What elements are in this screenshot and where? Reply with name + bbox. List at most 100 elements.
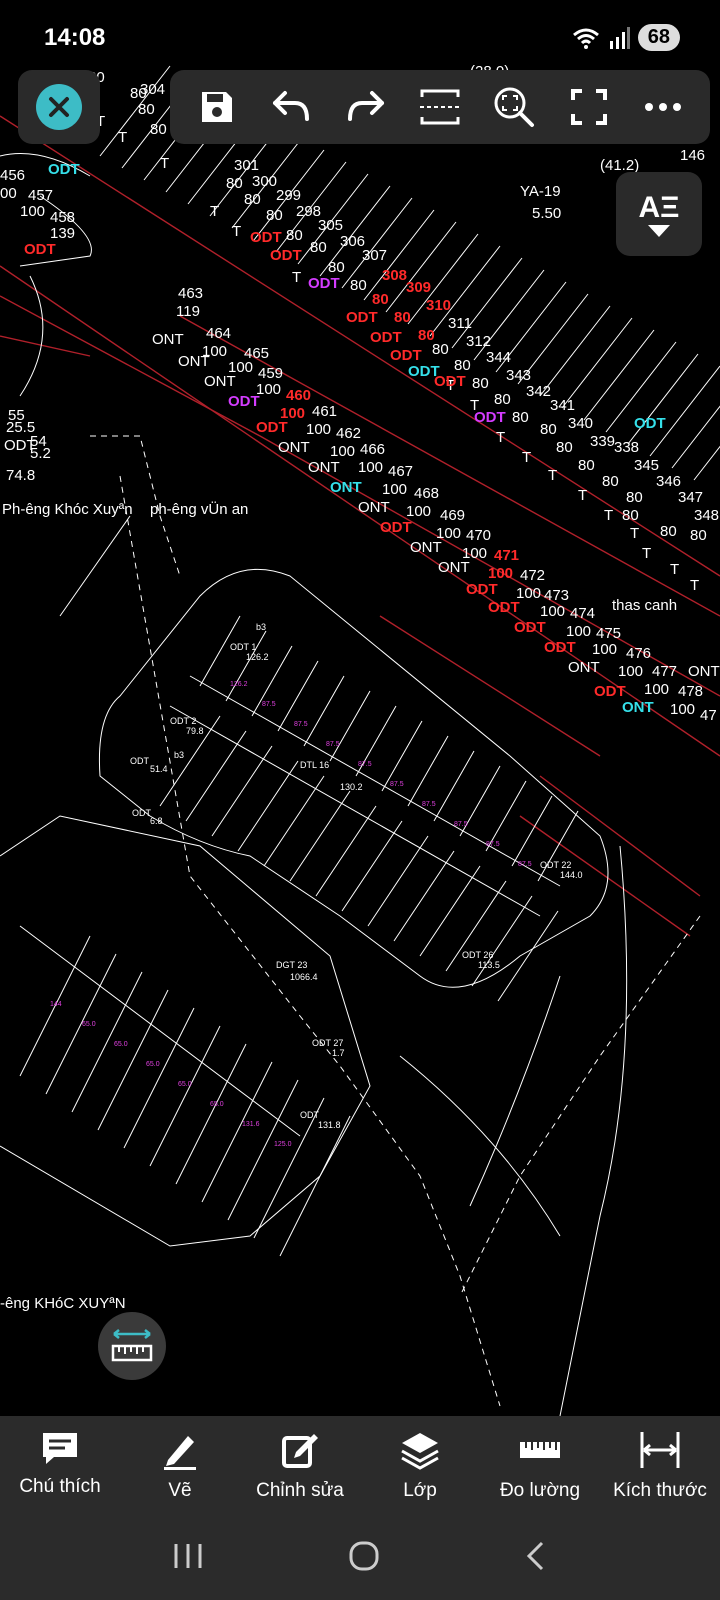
cad-label: 80: [418, 327, 435, 344]
cad-label: 100: [644, 681, 669, 698]
cad-label: 139: [50, 225, 75, 242]
more-icon: [644, 103, 681, 111]
cad-label: 346: [656, 473, 681, 490]
cad-label: 464: [206, 325, 231, 342]
bottom-item-dimension[interactable]: Kích thước: [600, 1416, 720, 1516]
cad-label: ODT: [434, 373, 466, 390]
cad-label: 1.7: [332, 1048, 345, 1058]
bottom-item-label: Vẽ: [168, 1480, 192, 1501]
cad-label: 100: [382, 481, 407, 498]
zoom-extent-button[interactable]: [486, 79, 542, 135]
cad-label: b3: [256, 622, 266, 632]
cad-label: 54: [30, 433, 47, 450]
close-button[interactable]: [18, 70, 100, 144]
cad-label: 463: [178, 285, 203, 302]
cad-label: 338: [614, 439, 639, 456]
cad-label: 100: [406, 503, 431, 520]
cad-label: 146: [680, 147, 705, 164]
battery-indicator: 68: [637, 24, 680, 51]
cad-label: 00: [0, 185, 17, 202]
cad-label: ODT: [380, 519, 412, 536]
bottom-item-measure[interactable]: Đo lường: [480, 1416, 600, 1516]
cad-label: 472: [520, 567, 545, 584]
cad-label: 80: [690, 527, 707, 544]
cad-label: 100: [306, 421, 331, 438]
bottom-toolbar: Chú thích Vẽ Chỉnh sửa Lớp Đo lường Kích…: [0, 1416, 720, 1516]
svg-text:87.5: 87.5: [326, 741, 340, 748]
cad-label: 312: [466, 333, 491, 350]
cad-label: ODT: [4, 437, 36, 454]
cad-label: ODT: [594, 683, 626, 700]
cad-label: ODT: [308, 275, 340, 292]
cad-label: T: [670, 561, 679, 578]
cad-label: 80: [310, 239, 327, 256]
cad-label: 461: [312, 403, 337, 420]
save-button[interactable]: [189, 79, 245, 135]
bottom-item-draw[interactable]: Vẽ: [120, 1416, 240, 1516]
bottom-item-label: Chỉnh sửa: [256, 1480, 344, 1501]
cad-label: 51.4: [150, 764, 168, 774]
cad-drawing-canvas[interactable]: 30480808080TTT(28.0)276(41.2)146YA-195.5…: [0, 56, 720, 1416]
cad-label: 465: [244, 345, 269, 362]
cad-label: 468: [414, 485, 439, 502]
cad-label: 80: [512, 409, 529, 426]
bottom-item-annotate[interactable]: Chú thích: [0, 1416, 120, 1516]
cad-label: 299: [276, 187, 301, 204]
cad-label: ODT: [514, 619, 546, 636]
cad-label: 5.2: [30, 445, 51, 462]
cad-label: 100: [462, 545, 487, 562]
cad-label: 100: [358, 459, 383, 476]
cad-label: 113.5: [478, 960, 500, 970]
cad-label: 80: [394, 309, 411, 326]
cad-label: 100: [670, 701, 695, 718]
cad-label: ODT: [544, 639, 576, 656]
cad-label: T: [210, 203, 219, 220]
cad-label: 478: [678, 683, 703, 700]
cad-label: 131.8: [318, 1120, 341, 1130]
cad-label: 144.0: [560, 870, 583, 880]
svg-text:144: 144: [50, 1001, 62, 1008]
cad-label: 347: [678, 489, 703, 506]
cad-label: 80: [432, 341, 449, 358]
more-button[interactable]: [635, 79, 691, 135]
cad-label: 471: [494, 547, 519, 564]
svg-text:65.0: 65.0: [178, 1081, 192, 1088]
cad-drawing[interactable]: 30480808080TTT(28.0)276(41.2)146YA-195.5…: [0, 56, 720, 1416]
text-style-button[interactable]: AΞ: [616, 172, 702, 256]
cad-label: 340: [568, 415, 593, 432]
bottom-item-layers[interactable]: Lớp: [360, 1416, 480, 1516]
cad-label: T: [96, 113, 105, 130]
back-button[interactable]: [524, 1540, 548, 1577]
fit-window-button[interactable]: [412, 79, 468, 135]
cad-label: 469: [440, 507, 465, 524]
measure-floating-button[interactable]: [98, 1312, 166, 1380]
bottom-item-label: Chú thích: [19, 1476, 101, 1497]
cad-label: 80: [130, 85, 147, 102]
cad-label: ODT: [408, 363, 440, 380]
chevron-down-icon: [648, 225, 670, 237]
recent-apps-button[interactable]: [172, 1542, 204, 1575]
redo-button[interactable]: [338, 79, 394, 135]
bottom-item-edit[interactable]: Chỉnh sửa: [240, 1416, 360, 1516]
cad-label: 80: [602, 473, 619, 490]
svg-text:65.0: 65.0: [210, 1101, 224, 1108]
cad-label: 100: [228, 359, 253, 376]
cad-label: 100: [436, 525, 461, 542]
fullscreen-button[interactable]: [561, 79, 617, 135]
svg-text:87.5: 87.5: [358, 761, 372, 768]
cad-label: 100: [488, 565, 513, 582]
cad-label: T: [232, 223, 241, 240]
cad-label: 80: [372, 291, 389, 308]
cad-label: ONT: [438, 559, 470, 576]
cad-label: 25.5: [6, 419, 35, 436]
cad-label: 342: [526, 383, 551, 400]
cad-label: ONT: [178, 353, 210, 370]
cad-label: DGT 23: [276, 960, 307, 970]
undo-icon: [273, 91, 310, 121]
cad-label: 130.2: [340, 782, 363, 792]
home-button[interactable]: [348, 1540, 380, 1577]
cad-label: ODT: [250, 229, 282, 246]
svg-text:125.0: 125.0: [274, 1141, 292, 1148]
cad-label: 307: [362, 247, 387, 264]
undo-button[interactable]: [263, 79, 319, 135]
